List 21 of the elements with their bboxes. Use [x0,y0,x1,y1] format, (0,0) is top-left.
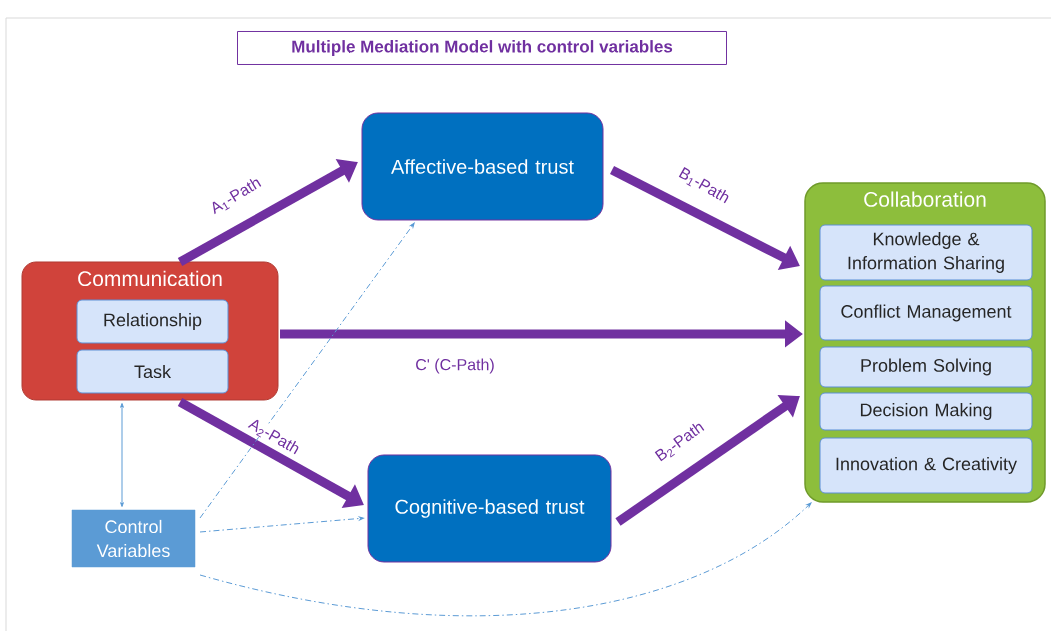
item-box: Innovation & Creativity [819,437,1033,494]
item-box: Conflict Management [819,285,1033,341]
item-box: Knowledge & Information Sharing [819,224,1033,281]
arrow [615,395,800,526]
arrow [120,403,124,507]
arrow [199,222,415,519]
edge-label: A$_{1}$-Path [207,174,265,218]
variable-box: Control Variables [71,509,196,568]
trust-box: Cognitive-based trust [367,454,612,563]
arrow [199,502,812,617]
item-box: Task [76,349,229,394]
edge-label: B$_{2}$-Path [651,418,709,466]
item-box: Decision Making [819,392,1033,431]
edge-label: B$_{1}$-Path [675,164,733,208]
item-box: Problem Solving [819,346,1033,388]
title-box: Multiple Mediation Model with control variables [237,31,727,65]
arrow [199,516,365,533]
edge-label: A$_{2}$-Path [245,415,303,459]
trust-box: Affective-based trust [361,112,604,221]
item-box: Relationship [76,299,229,344]
edge-label: C' (C-Path) [414,357,496,375]
